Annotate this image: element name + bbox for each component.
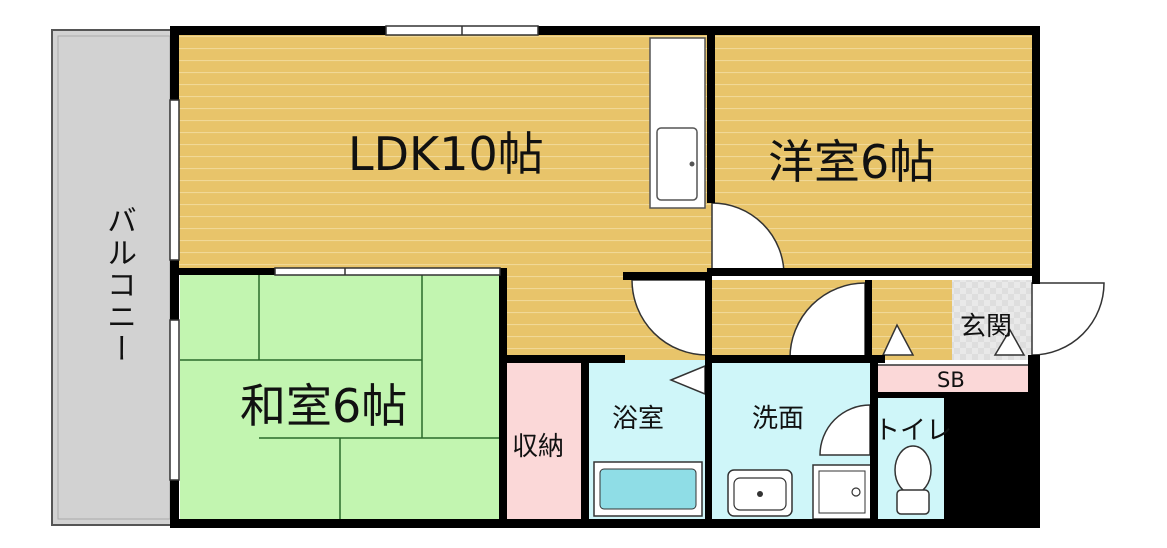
japanese-room-floor: [180, 275, 505, 520]
room-label-bath: 浴室: [612, 404, 665, 434]
kitchen-sink-icon: [656, 127, 698, 201]
room-label-washroom: 洗面: [752, 404, 805, 434]
windows: [169, 25, 539, 481]
washing-machine-pan-icon: [812, 464, 872, 520]
room-label-storage: 収納: [512, 432, 565, 462]
room-label-entrance: 玄関: [960, 312, 1013, 342]
room-label-western: 洋室6帖: [768, 135, 936, 189]
ldk-floor: [176, 30, 712, 275]
tatami-lines: [180, 275, 505, 520]
room-label-ldk: LDK10帖: [348, 127, 544, 181]
room-label-japanese: 和室6帖: [240, 379, 408, 433]
black-block: [949, 395, 1039, 525]
balcony: [51, 29, 177, 526]
door-swings: [631, 202, 1105, 456]
room-label-shoe-box: SB: [937, 368, 965, 392]
washbasin-icon: [727, 469, 793, 517]
toilet-icon: [894, 445, 932, 515]
storage-floor: [505, 360, 581, 520]
room-label-balcony: バルコニー: [101, 205, 136, 365]
room-label-toilet: トイレ: [874, 416, 953, 446]
walls: [170, 26, 1040, 528]
